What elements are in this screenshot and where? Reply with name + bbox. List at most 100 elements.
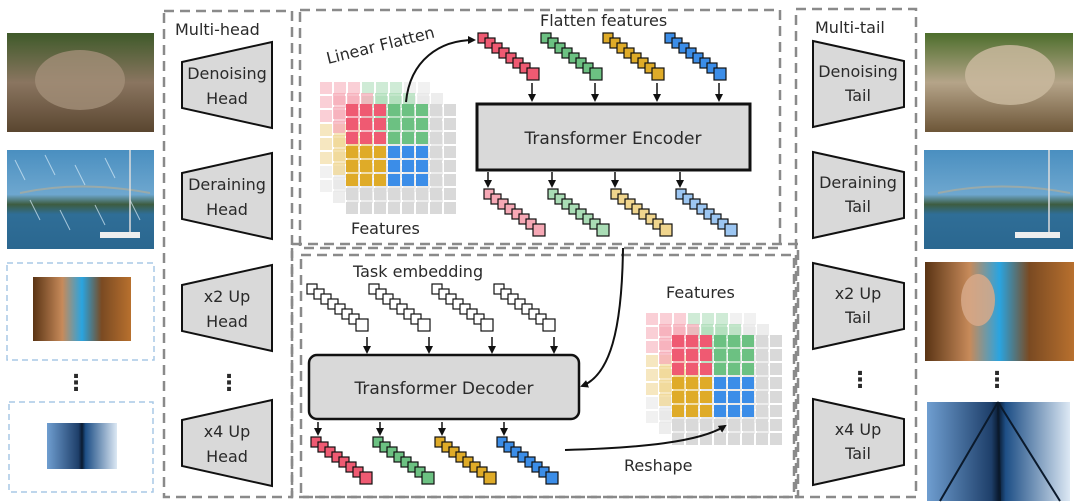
- tail-denoising: Denoising Tail: [812, 39, 905, 129]
- feature-cell: [714, 377, 726, 389]
- feature-cell: [700, 335, 712, 347]
- feature-cell: [334, 82, 346, 94]
- noisy-bird-image: [7, 33, 154, 132]
- tail-ellipsis: ⋮: [849, 368, 871, 393]
- encoder-to-decoder-arrow: [580, 247, 624, 388]
- decoder-outer-frame: [290, 242, 800, 499]
- flatten-token-chain: [540, 32, 603, 81]
- feature-cell: [742, 419, 754, 431]
- feature-cell: [646, 313, 658, 325]
- feature-cell: [431, 93, 443, 105]
- feature-cell: [346, 160, 358, 172]
- token-square: [713, 67, 727, 81]
- feature-cell: [659, 338, 671, 350]
- encoder-features-label: Features: [351, 219, 420, 238]
- feature-cell: [346, 104, 358, 116]
- feature-cell: [770, 377, 782, 389]
- head-label-line1: x2 Up: [204, 287, 251, 306]
- feature-cell: [416, 160, 428, 172]
- feature-cell: [403, 93, 415, 105]
- feature-cell: [742, 377, 754, 389]
- decoder-output-token-chain: [434, 436, 497, 485]
- feature-cell: [360, 160, 372, 172]
- tail-label-line1: Denoising: [818, 62, 898, 81]
- feature-cell: [674, 313, 686, 325]
- feature-cell: [770, 391, 782, 403]
- encoder-output-token-chain: [483, 188, 546, 237]
- task-embedding-token-chain: [431, 283, 494, 332]
- feature-cell: [416, 132, 428, 144]
- feature-cell: [416, 202, 428, 214]
- feature-layer-front: [672, 335, 782, 445]
- feature-cell: [646, 383, 658, 395]
- tail-label-line2: Tail: [844, 197, 871, 216]
- hires-face-tower-image: [925, 262, 1074, 361]
- feature-cell: [320, 110, 332, 122]
- head-label-line2: Head: [206, 447, 248, 466]
- feature-cell: [430, 146, 442, 158]
- feature-cell: [346, 188, 358, 200]
- feature-cell: [686, 377, 698, 389]
- feature-cell: [714, 363, 726, 375]
- feature-cell: [742, 391, 754, 403]
- feature-cell: [361, 93, 373, 105]
- feature-cell: [756, 433, 768, 445]
- feature-cell: [659, 394, 671, 406]
- feature-cell: [756, 335, 768, 347]
- feature-cell: [716, 313, 728, 325]
- encoder-output-token-chain: [610, 188, 673, 237]
- feature-cell: [659, 352, 671, 364]
- feature-cell: [659, 408, 671, 420]
- feature-layer-front: [346, 104, 456, 214]
- feature-cell: [374, 132, 386, 144]
- token-square: [659, 223, 673, 237]
- feature-cell: [756, 363, 768, 375]
- encoder-feature-map: [320, 82, 456, 214]
- token-square: [545, 471, 559, 485]
- feature-cell: [744, 313, 756, 325]
- feature-cell: [416, 118, 428, 130]
- feature-cell: [770, 433, 782, 445]
- head-label-line2: Head: [206, 200, 248, 219]
- feature-cell: [715, 324, 727, 336]
- tail-label-line1: x2 Up: [835, 284, 882, 303]
- token-square: [542, 318, 556, 332]
- feature-cell: [333, 93, 345, 105]
- feature-cell: [402, 132, 414, 144]
- feature-cell: [687, 324, 699, 336]
- decoder-feature-map: [646, 313, 782, 445]
- feature-cell: [686, 335, 698, 347]
- feature-cell: [388, 146, 400, 158]
- reshape-arrow: [564, 424, 727, 451]
- feature-cell: [686, 419, 698, 431]
- feature-cell: [374, 202, 386, 214]
- feature-cell: [444, 160, 456, 172]
- feature-cell: [346, 146, 358, 158]
- feature-cell: [360, 104, 372, 116]
- feature-cell: [360, 202, 372, 214]
- feature-cell: [700, 349, 712, 361]
- head-deraining: Deraining Head: [181, 151, 273, 241]
- feature-cell: [333, 121, 345, 133]
- multi-head-panel: Multi-head Denoising Head Deraining Head…: [162, 9, 294, 499]
- feature-cell: [374, 174, 386, 186]
- feature-cell: [700, 391, 712, 403]
- feature-cell: [416, 146, 428, 158]
- multi-tail-panel: Multi-tail Denoising Tail Deraining Tail…: [794, 7, 918, 499]
- feature-cell: [686, 405, 698, 417]
- feature-cell: [728, 405, 740, 417]
- feature-cell: [700, 377, 712, 389]
- token-square: [421, 471, 435, 485]
- rainy-bridge-image: [7, 150, 154, 249]
- feature-cell: [444, 104, 456, 116]
- transformer-encoder: Transformer Encoder: [475, 102, 752, 172]
- tail-x4-up: x4 Up Tail: [812, 397, 905, 487]
- feature-cell: [320, 96, 332, 108]
- feature-cell: [672, 391, 684, 403]
- decoder-features-label: Features: [666, 283, 735, 302]
- feature-cell: [374, 188, 386, 200]
- feature-cell: [320, 124, 332, 136]
- feature-cell: [702, 313, 714, 325]
- output-ellipsis: ⋮: [986, 368, 1008, 393]
- feature-cell: [672, 433, 684, 445]
